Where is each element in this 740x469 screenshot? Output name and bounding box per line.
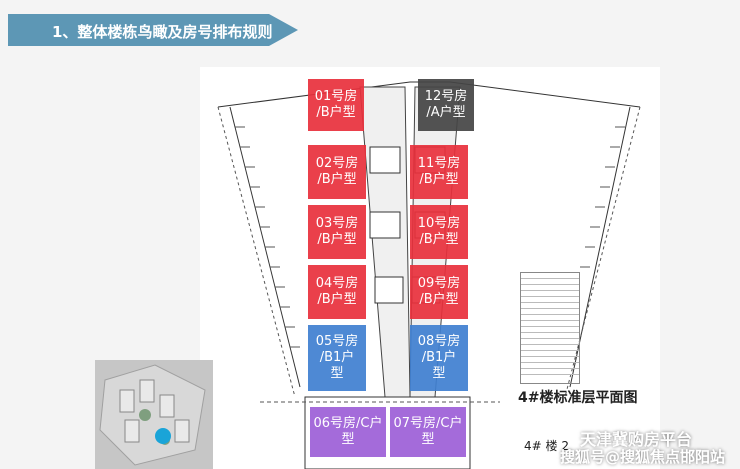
aerial-site-map [95,360,213,469]
aerial-thumbnail [95,360,213,469]
unit-03[interactable]: 03号房 /B户型 [308,205,366,259]
unit-12[interactable]: 12号房 /A户型 [418,79,474,131]
unit-04[interactable]: 04号房 /B户型 [308,265,366,319]
watermark-platform: 天津冀购房平台 [580,430,693,449]
unit-10[interactable]: 10号房 /B户型 [410,205,468,259]
unit-07[interactable]: 07号房/C户 型 [390,407,466,457]
unit-05[interactable]: 05号房 /B1户 型 [308,325,366,391]
unit-09[interactable]: 09号房 /B户型 [410,265,468,319]
watermark-sohu: 搜狐号@搜狐焦点邯阳站 [560,448,726,466]
unit-08[interactable]: 08号房 /B1户 型 [410,325,468,391]
floor-height-table [520,272,580,384]
unit-02[interactable]: 02号房 /B户型 [308,145,366,199]
unit-01[interactable]: 01号房 /B户型 [308,79,364,131]
floor-plan: 01号房 /B户型 02号房 /B户型 03号房 /B户型 04号房 /B户型 … [200,67,660,469]
plan-subtitle: 4# 楼 2 [524,439,569,453]
unit-06[interactable]: 06号房/C户 型 [310,407,386,457]
unit-11[interactable]: 11号房 /B户型 [410,145,468,199]
header-banner: 1、整体楼栋鸟瞰及房号排布规则 [0,0,740,62]
page-title: 1、整体楼栋鸟瞰及房号排布规则 [52,23,273,41]
title-tab [8,14,298,46]
plan-title: 4#楼标准层平面图 [518,390,638,406]
building-marker [155,428,171,444]
